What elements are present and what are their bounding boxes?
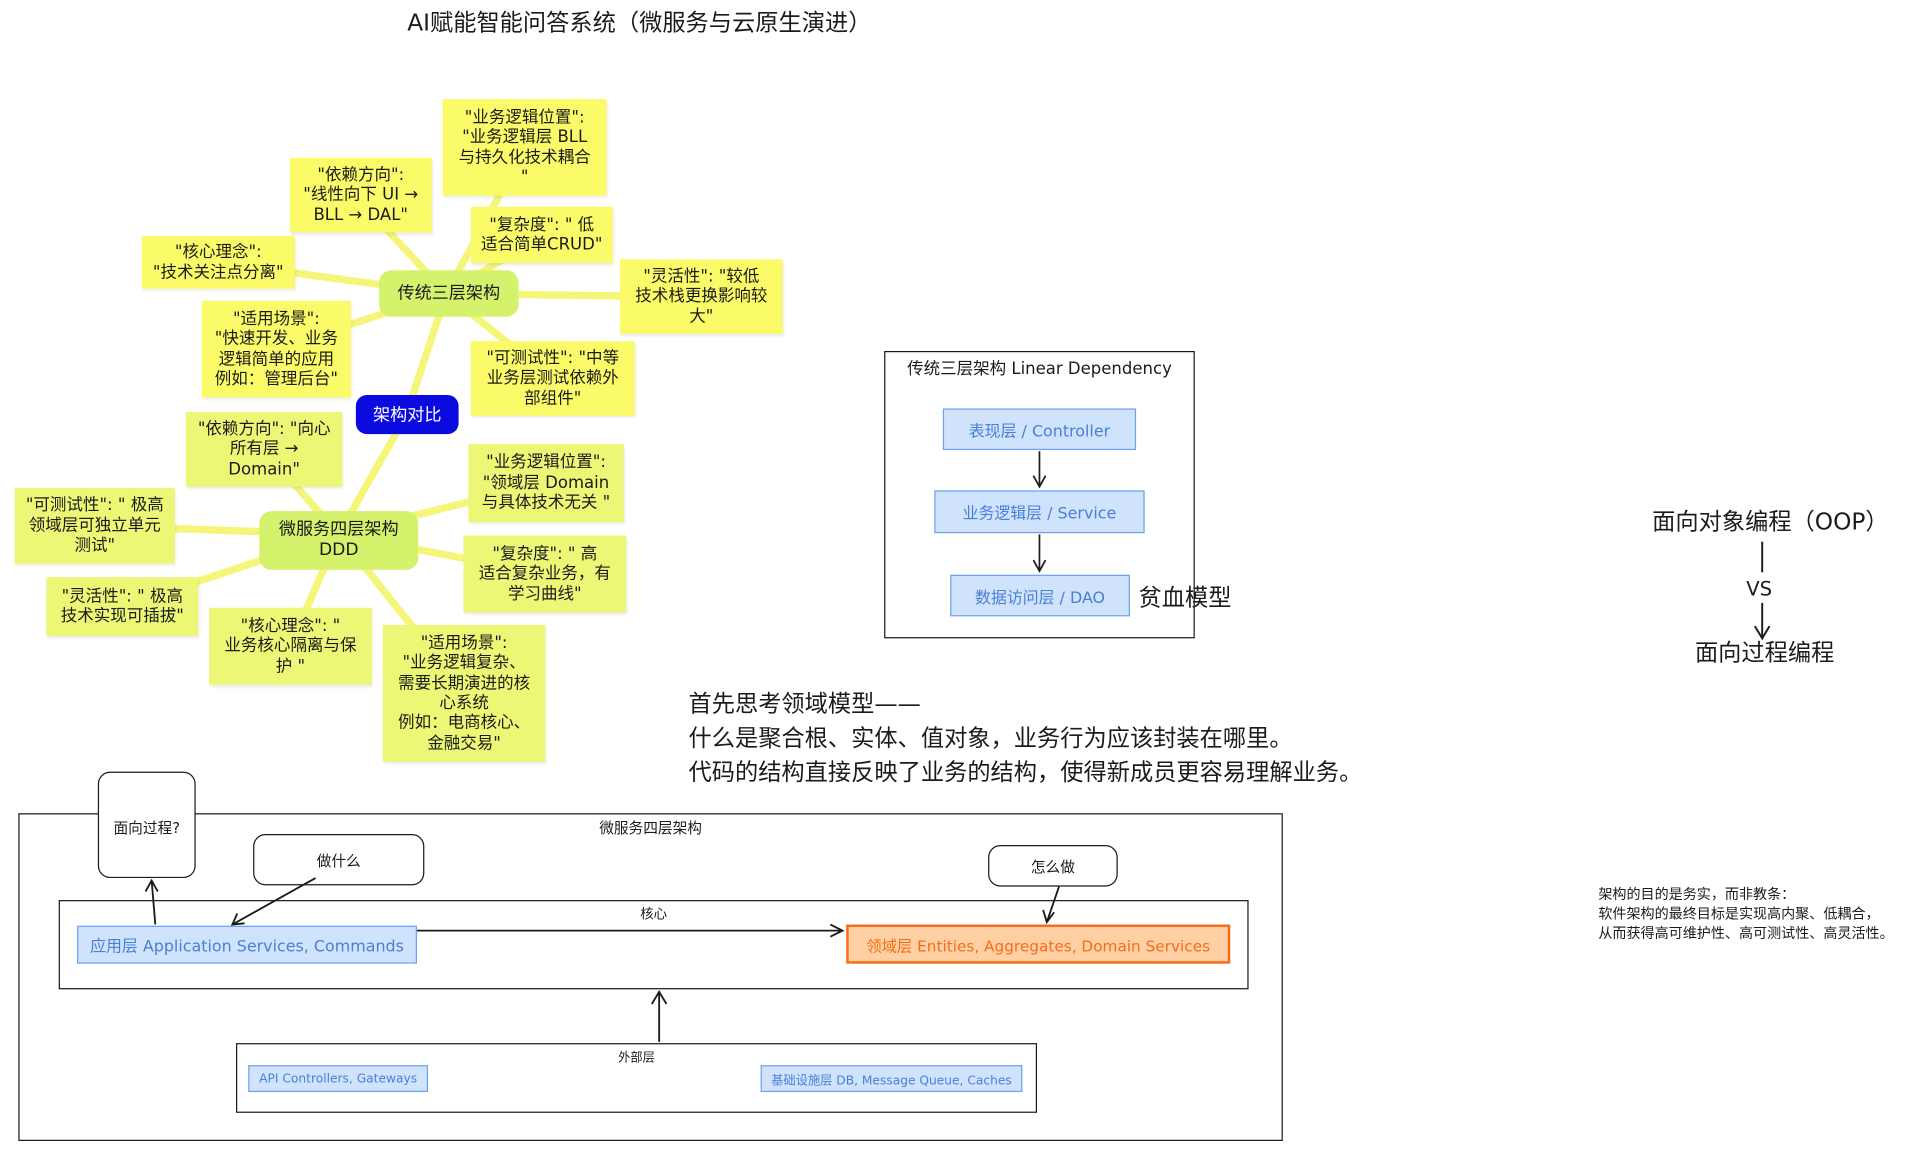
- api-controllers[interactable]: API Controllers, Gateways: [248, 1065, 429, 1093]
- layer-presentation[interactable]: 表现层 / Controller: [942, 408, 1137, 451]
- oop-label: 面向对象编程（OOP）: [1652, 508, 1889, 536]
- page-title: AI赋能智能问答系统（微服务与云原生演进）: [407, 9, 872, 37]
- note-trad-complexity[interactable]: "复杂度": " 低 适合简单CRUD": [470, 206, 613, 263]
- core-container: [58, 900, 1249, 990]
- four-layer-title: 微服务四层架构: [599, 819, 702, 837]
- bubble-what[interactable]: 做什么: [253, 834, 425, 886]
- three-tier-diagram: [884, 350, 1195, 639]
- application-layer[interactable]: 应用层 Application Services, Commands: [77, 925, 418, 964]
- infrastructure-layer[interactable]: 基础设施层 DB, Message Queue, Caches: [760, 1065, 1023, 1093]
- note-trad-concept[interactable]: "核心理念": "技术关注点分离": [141, 236, 295, 289]
- layer-business[interactable]: 业务逻辑层 / Service: [934, 490, 1145, 534]
- note-line2: 软件架构的最终目标是实现高内聚、低耦合，: [1598, 904, 1880, 923]
- mindmap-root[interactable]: 架构对比: [355, 394, 459, 435]
- branch-traditional[interactable]: 传统三层架构: [379, 270, 519, 317]
- note-trad-scenario[interactable]: "适用场景": "快速开发、业务 逻辑简单的应用 例如：管理后台": [201, 300, 351, 398]
- bubble-procedural[interactable]: 面向过程?: [97, 771, 196, 879]
- anemic-model-label: 贫血模型: [1138, 584, 1232, 612]
- note-line1: 架构的目的是务实，而非教条：: [1598, 885, 1796, 903]
- domain-text-line2: 什么是聚合根、实体、值对象，业务行为应该封装在哪里。: [688, 725, 1293, 753]
- vs-label: VS: [1746, 577, 1773, 601]
- layer-data-access[interactable]: 数据访问层 / DAO: [950, 574, 1130, 617]
- four-layer-diagram: [18, 813, 1283, 1141]
- domain-text-line3: 代码的结构直接反映了业务的结构，使得新成员更容易理解业务。: [688, 759, 1363, 787]
- branch-ddd[interactable]: 微服务四层架构 DDD: [259, 511, 419, 570]
- outer-label: 外部层: [618, 1051, 655, 1066]
- core-label: 核心: [640, 906, 668, 923]
- note-trad-biz-location[interactable]: "业务逻辑位置": "业务逻辑层 BLL 与持久化技术耦合 ": [442, 99, 607, 196]
- bubble-how[interactable]: 怎么做: [988, 845, 1118, 887]
- note-line3: 从而获得高可维护性、高可测试性、高灵活性。: [1598, 924, 1894, 942]
- note-trad-dependency[interactable]: "依赖方向": "线性向下 UI → BLL → DAL": [289, 157, 432, 233]
- procedural-label: 面向过程编程: [1694, 639, 1835, 667]
- outer-container: [236, 1043, 1038, 1113]
- note-ddd-concept[interactable]: "核心理念": " 业务核心隔离与保 护 ": [209, 607, 372, 685]
- note-ddd-testability[interactable]: "可测试性": " 极高 领域层可独立单元 测试": [14, 487, 175, 564]
- note-ddd-scenario[interactable]: "适用场景": "业务逻辑复杂、 需要长期演进的核 心系统 例如：电商核心、 金…: [382, 624, 546, 762]
- note-ddd-flexibility[interactable]: "灵活性": " 极高 技术实现可插拔": [46, 577, 199, 636]
- note-trad-testability[interactable]: "可测试性": "中等 业务层测试依赖外 部组件": [470, 341, 635, 416]
- note-ddd-biz-location[interactable]: "业务逻辑位置": "领域层 Domain 与具体技术无关 ": [468, 443, 624, 523]
- note-ddd-dependency[interactable]: "依赖方向": "向心 所有层 → Domain": [185, 412, 343, 487]
- domain-layer[interactable]: 领域层 Entities, Aggregates, Domain Service…: [846, 924, 1231, 964]
- note-trad-flexibility[interactable]: "灵活性": "较低 技术栈更换影响较 大": [620, 259, 783, 334]
- three-tier-title: 传统三层架构 Linear Dependency: [907, 359, 1172, 380]
- domain-text-line1: 首先思考领域模型——: [688, 690, 921, 718]
- note-ddd-complexity[interactable]: "复杂度": " 高 适合复杂业务，有 学习曲线": [463, 535, 627, 613]
